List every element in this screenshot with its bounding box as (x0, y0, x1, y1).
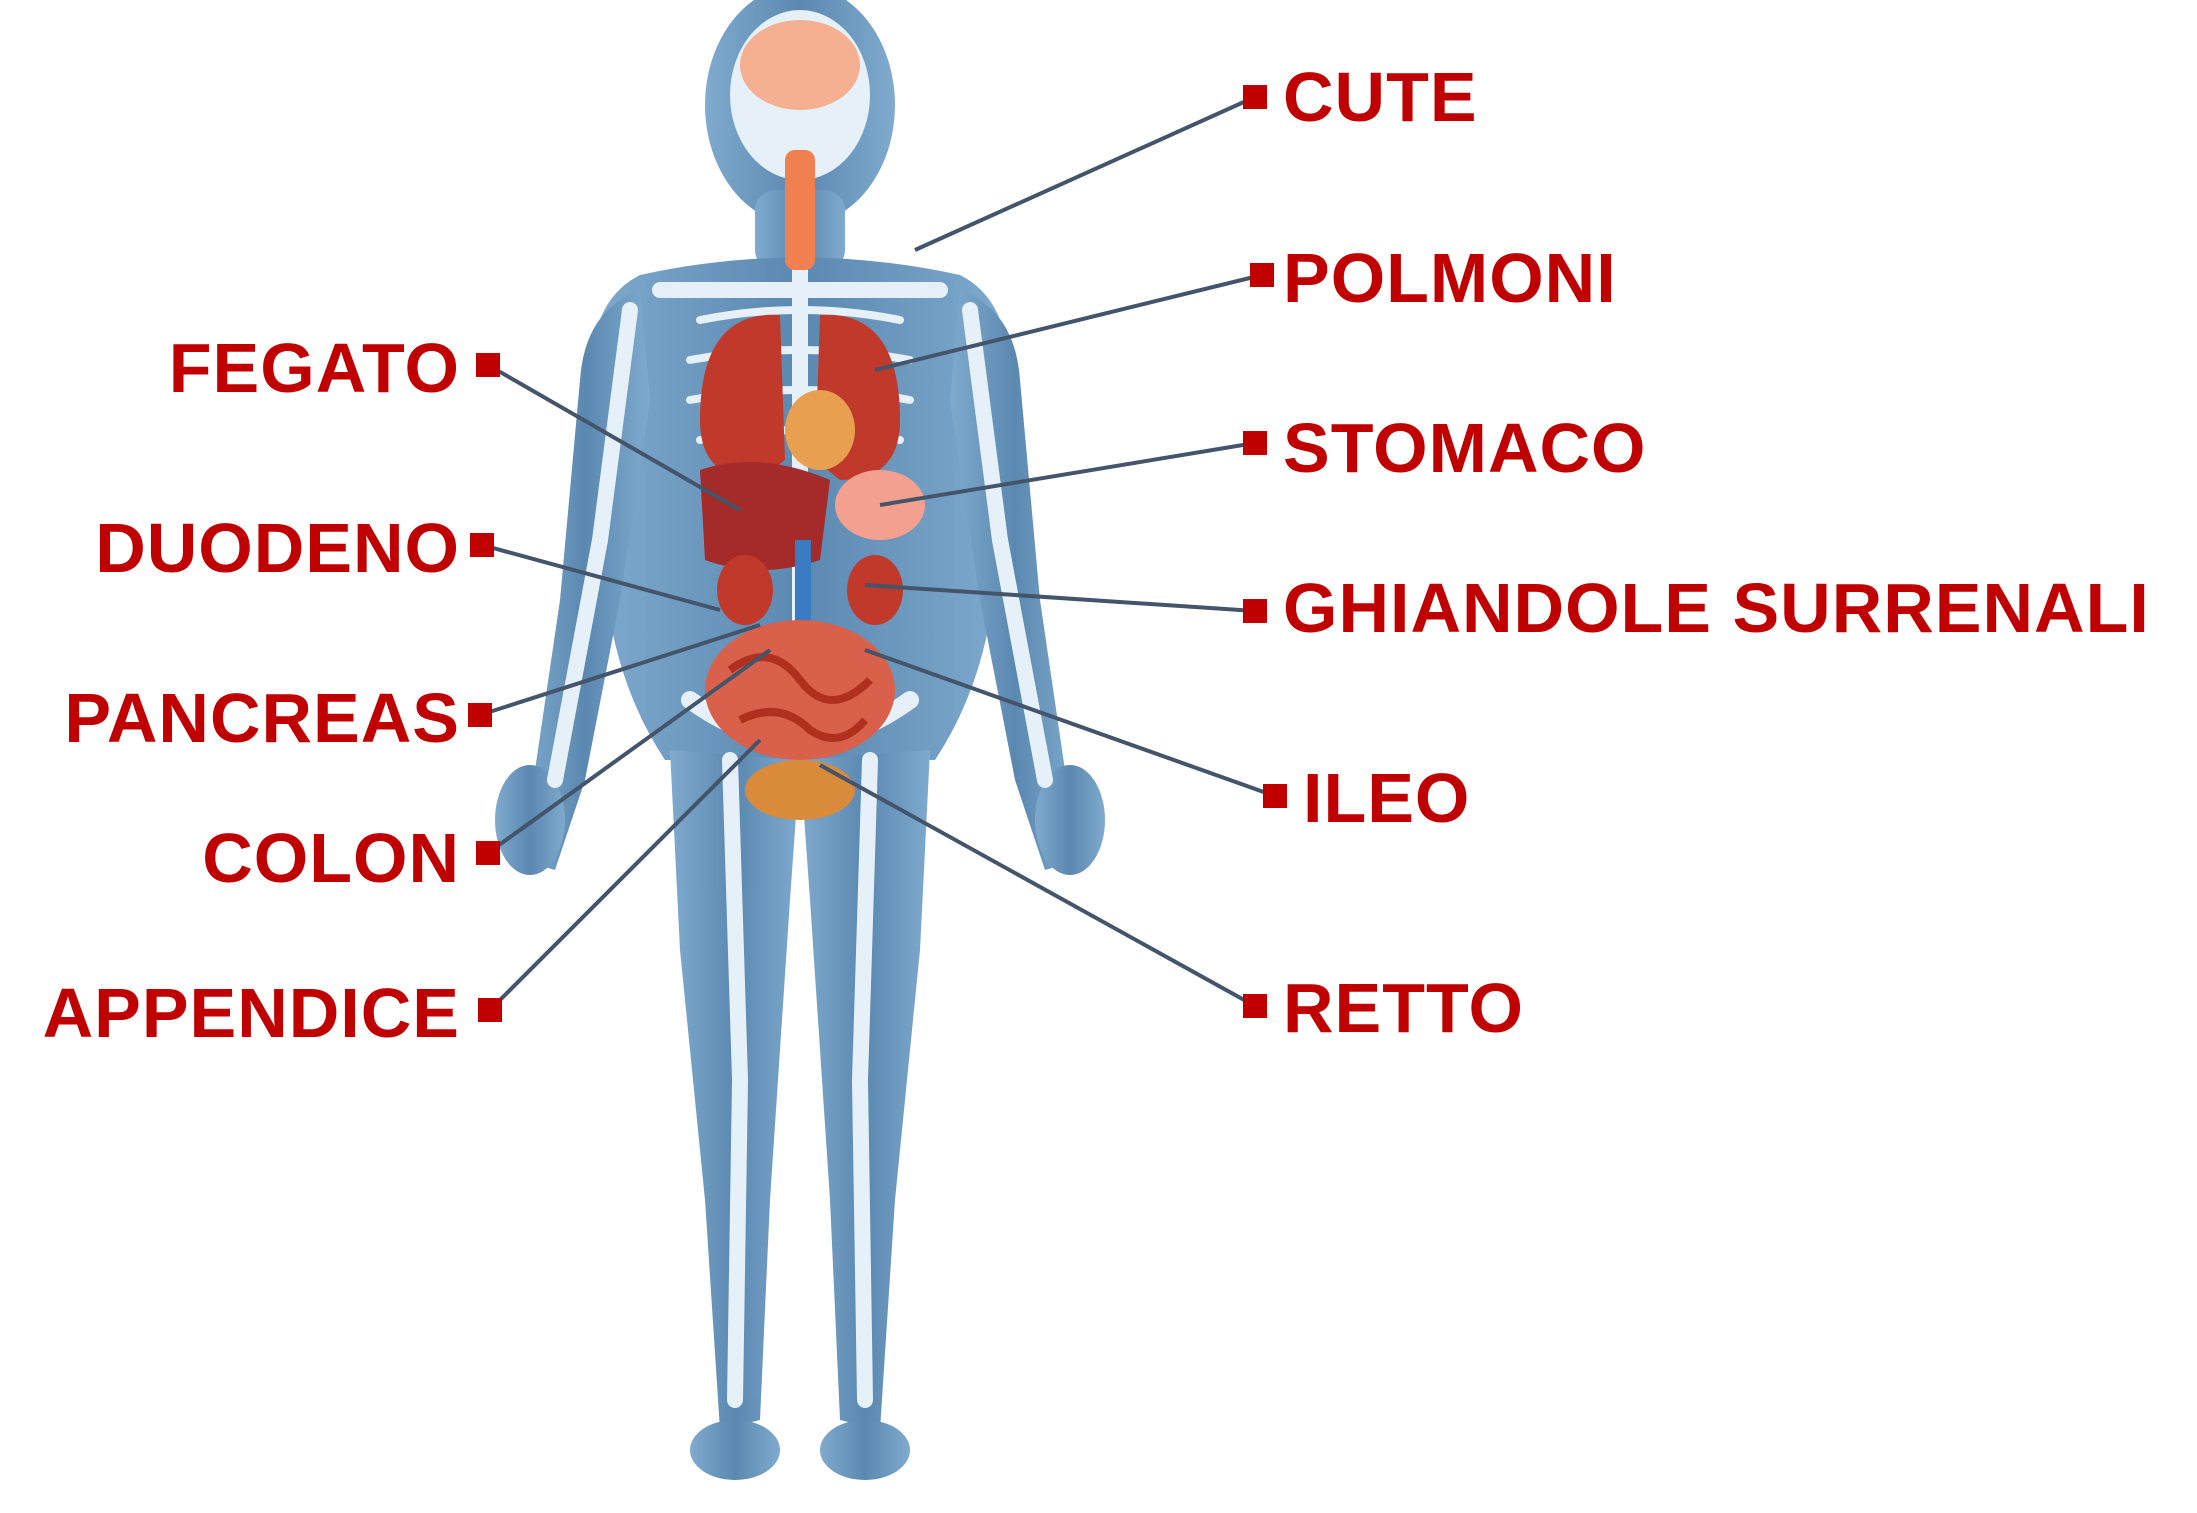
marker-appendice (478, 998, 502, 1022)
marker-ghiandole (1243, 599, 1267, 623)
marker-pancreas (468, 703, 492, 727)
marker-stomaco (1243, 431, 1267, 455)
label-ghiandole-surrenali: GHIANDOLE SURRENALI (1283, 573, 2150, 643)
label-stomaco: STOMACO (1283, 413, 1647, 483)
marker-fegato (476, 353, 500, 377)
marker-polmoni (1250, 263, 1274, 287)
label-fegato: FEGATO (169, 333, 460, 403)
marker-retto (1243, 994, 1267, 1018)
marker-duodeno (470, 533, 494, 557)
label-appendice: APPENDICE (43, 978, 460, 1048)
leader-line-cute (915, 97, 1255, 250)
marker-cute (1243, 85, 1267, 109)
label-ileo: ILEO (1303, 763, 1470, 833)
marker-colon (476, 841, 500, 865)
marker-ileo (1263, 784, 1287, 808)
label-cute: CUTE (1283, 62, 1478, 132)
label-duodeno: DUODENO (95, 513, 460, 583)
label-polmoni: POLMONI (1283, 243, 1617, 313)
label-pancreas: PANCREAS (64, 683, 460, 753)
label-colon: COLON (202, 823, 460, 893)
label-retto: RETTO (1283, 973, 1524, 1043)
